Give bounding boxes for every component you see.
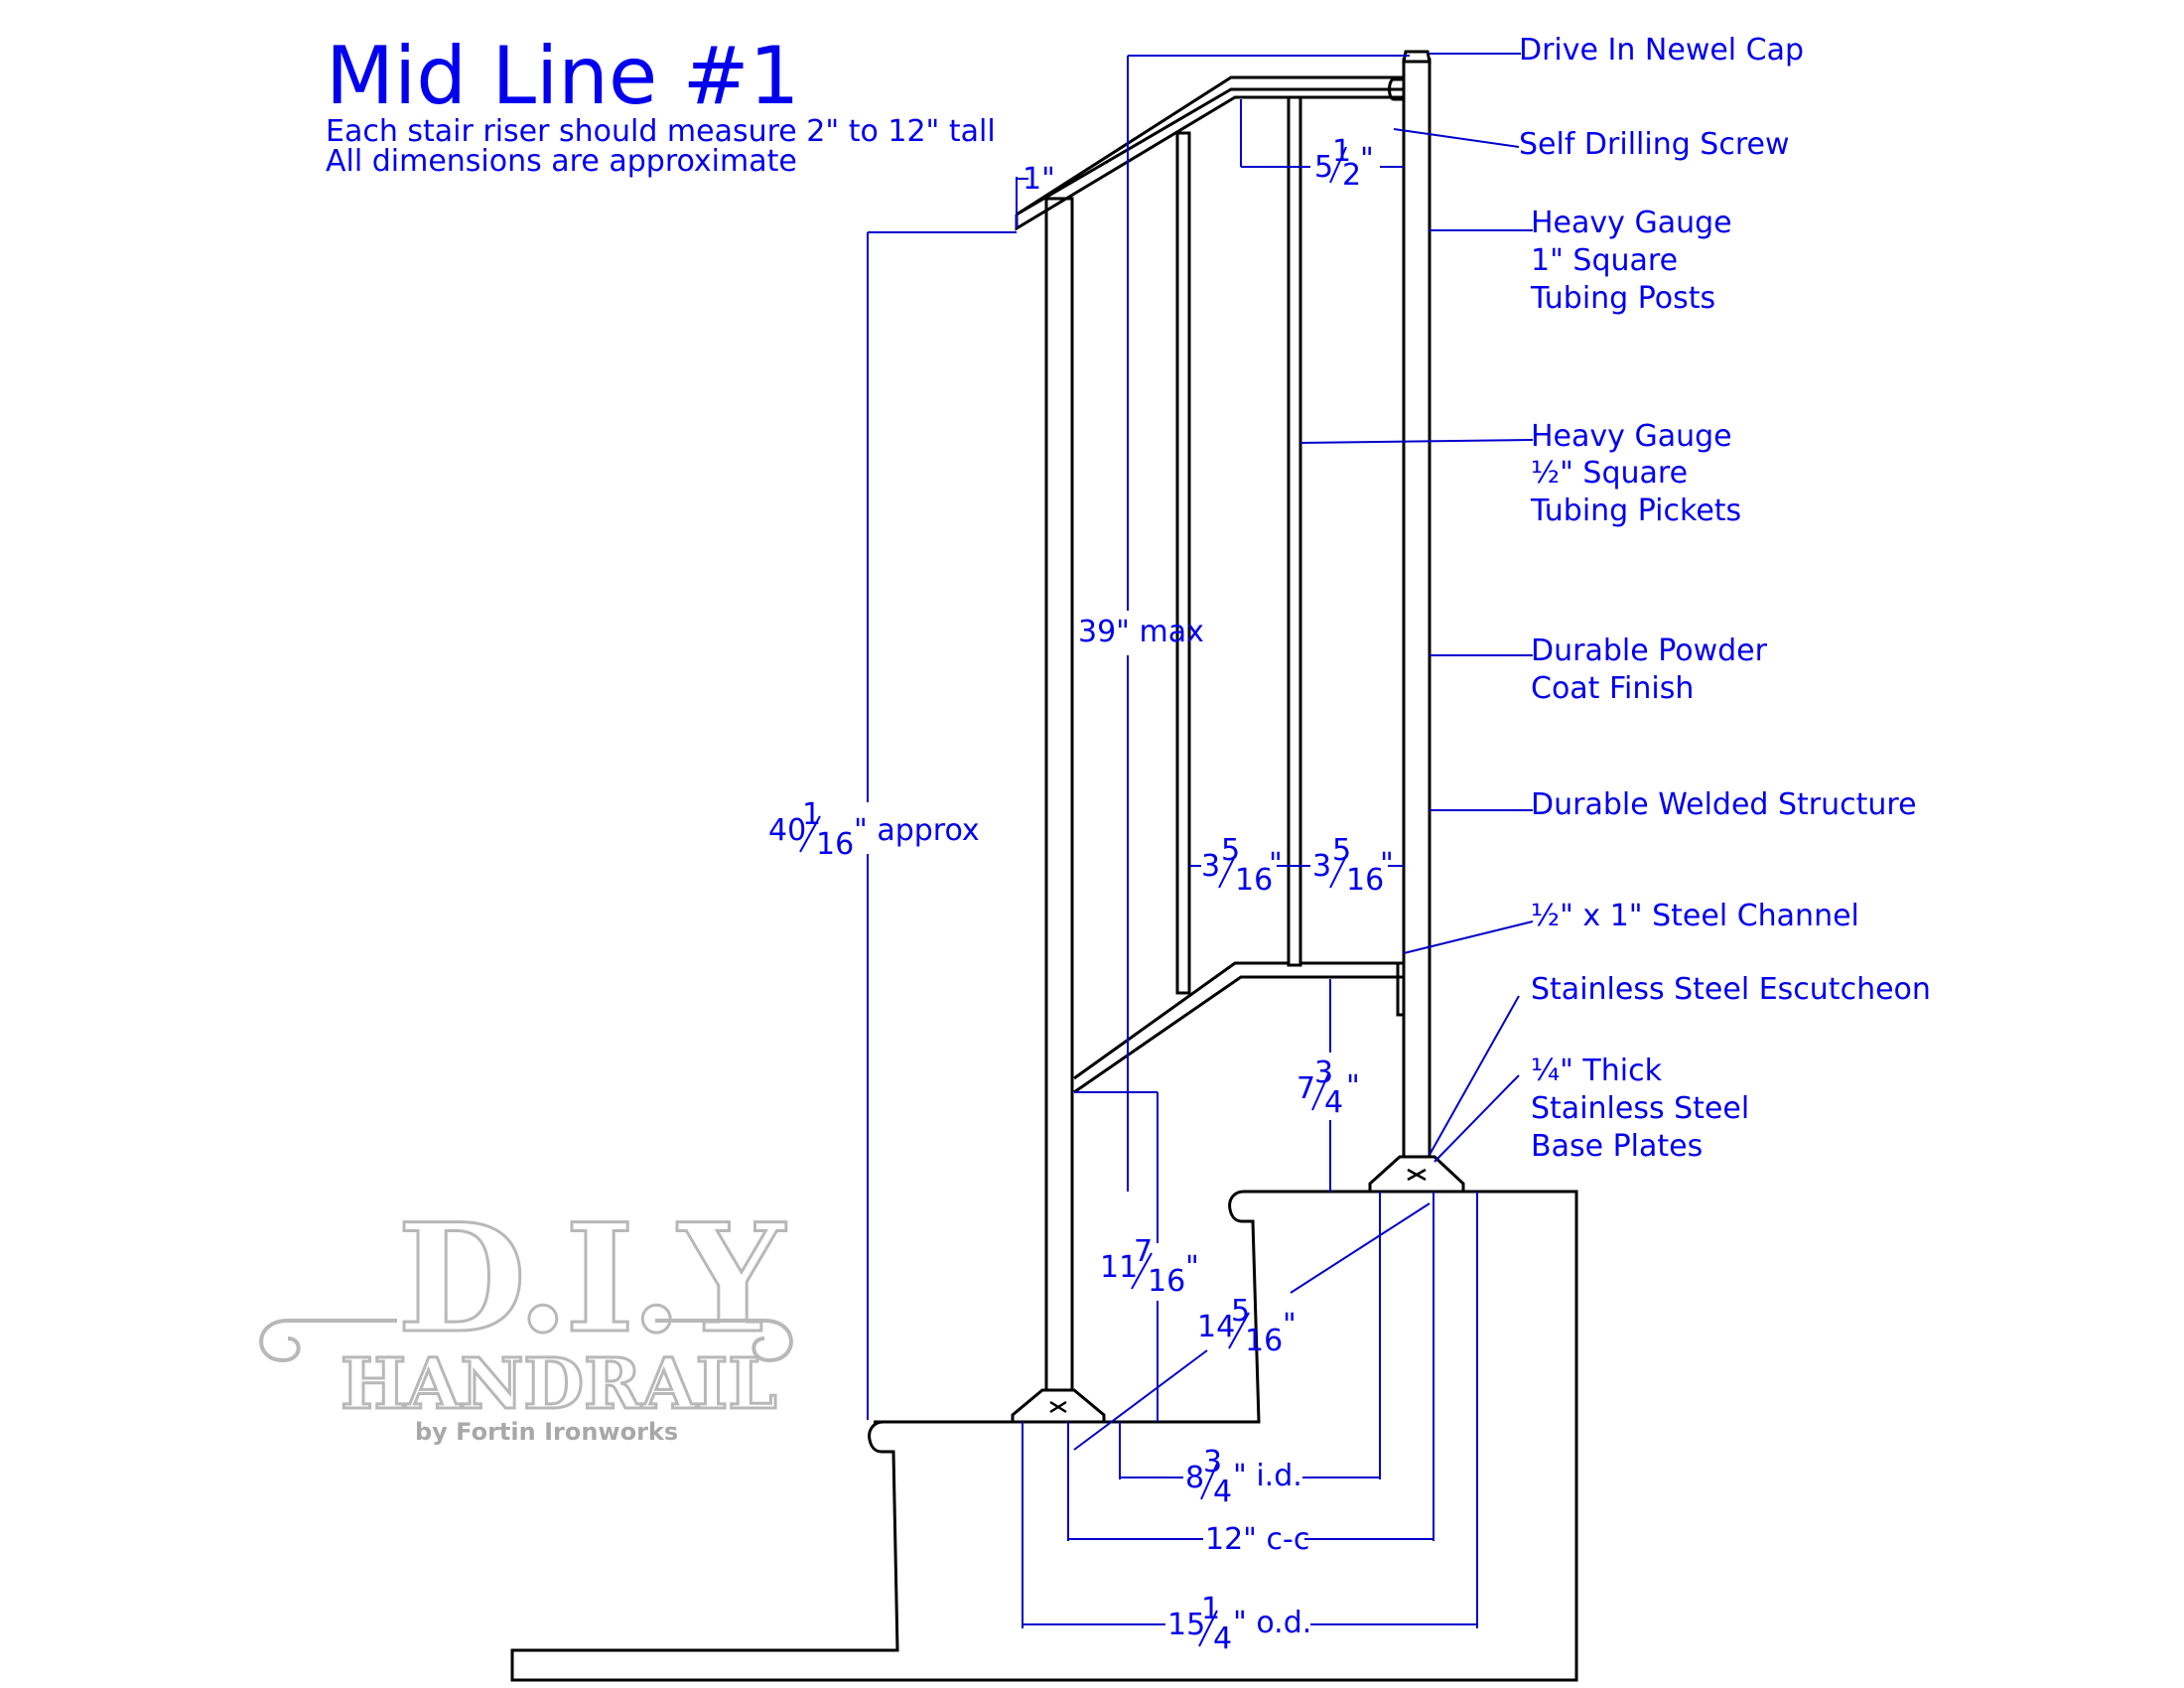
dim-eleven-unit: "	[1185, 1250, 1199, 1285]
dim-eleven-seven-sixteenth: 11 7 16 "	[1100, 1234, 1199, 1299]
dim-seven-whole: 7	[1297, 1071, 1315, 1106]
dim-gap-left-den: 16	[1235, 863, 1273, 898]
diy-handrail-watermark: D.I.Y HANDRAIL by Fortin Ironworks	[259, 1191, 793, 1446]
picket-right	[1287, 95, 1302, 967]
dim-od-whole: 15	[1167, 1608, 1205, 1642]
steel-channel-end	[1396, 963, 1404, 1017]
callout-base-plates-line1: ¼" Thick	[1531, 1054, 1663, 1088]
dim-seven-unit: "	[1346, 1069, 1360, 1104]
upper-base-plate-bolt	[1407, 1168, 1427, 1182]
dim-gap-left-unit: "	[1269, 847, 1283, 882]
dim-gap-right: 3 5 16 "	[1312, 833, 1394, 898]
dim-gap-right-num: 5	[1332, 833, 1351, 868]
dim-center-to-center: 12" c-c	[1205, 1522, 1309, 1557]
callout-posts-line3: Tubing Posts	[1530, 281, 1715, 316]
dim-five-half-den: 2	[1342, 158, 1361, 193]
dim-forty-whole: 40	[768, 813, 806, 848]
dim-five-half-whole: 5	[1314, 150, 1333, 185]
dim-id-den: 4	[1213, 1475, 1232, 1509]
callout-leaders	[1299, 53, 1534, 1163]
dim-eleven-den: 16	[1148, 1264, 1185, 1299]
subtitle-approx-note: All dimensions are approximate	[326, 144, 797, 179]
dim-five-half-unit: "	[1360, 142, 1374, 177]
picket-left	[1175, 131, 1191, 995]
dim-39-max: 39" max	[1078, 615, 1204, 649]
callout-finish-line2: Coat Finish	[1531, 671, 1694, 706]
dim-five-half-num: 1	[1332, 134, 1351, 169]
lower-base-plate-bolt	[1049, 1400, 1067, 1414]
dim-gap-right-den: 16	[1346, 863, 1384, 898]
callout-pickets-line3: Tubing Pickets	[1530, 493, 1741, 528]
dim-fourteen-den: 16	[1245, 1324, 1283, 1358]
dim-seven-num: 3	[1314, 1055, 1333, 1090]
watermark-brand-bottom: HANDRAIL	[341, 1342, 777, 1425]
dim-forty-unit: " approx	[854, 813, 980, 848]
dim-gap-left-whole: 3	[1201, 849, 1220, 884]
callout-escutcheon: Stainless Steel Escutcheon	[1531, 972, 1931, 1007]
callout-welded-structure: Durable Welded Structure	[1531, 787, 1917, 822]
callout-base-plates-line2: Stainless Steel	[1531, 1091, 1749, 1126]
dim-forty-den: 16	[816, 827, 854, 862]
dim-gap-left-num: 5	[1221, 833, 1240, 868]
watermark-scroll-ornament	[259, 1319, 793, 1363]
callout-posts-line1: Heavy Gauge	[1531, 206, 1732, 240]
callout-pickets-line1: Heavy Gauge	[1531, 419, 1732, 454]
top-rail-screw-bracket	[1388, 77, 1406, 101]
dim-id-unit: " i.d.	[1233, 1459, 1302, 1493]
dim-od-num: 1	[1201, 1592, 1220, 1626]
dim-gap-left: 3 5 16 "	[1201, 833, 1283, 898]
dim-inner-distance: 8 3 4 " i.d.	[1185, 1445, 1302, 1509]
dim-forty-sixteenth: 40 1 16 " approx	[768, 797, 980, 862]
dim-five-and-half: 5 1 2 "	[1314, 134, 1374, 193]
dim-eleven-whole: 11	[1100, 1250, 1138, 1285]
subtitle-riser-note: Each stair riser should measure 2" to 12…	[326, 114, 996, 149]
watermark-byline: by Fortin Ironworks	[415, 1418, 678, 1446]
callout-finish-line1: Durable Powder	[1531, 633, 1768, 668]
dimension-lines	[867, 55, 1478, 1628]
dim-gap-right-whole: 3	[1312, 849, 1331, 884]
dim-seven-three-quarter: 7 3 4 "	[1297, 1055, 1360, 1120]
dim-fourteen-whole: 14	[1197, 1310, 1235, 1344]
dim-fourteen-five-sixteenth: 14 5 16 "	[1197, 1294, 1297, 1358]
page-title: Mid Line #1	[326, 30, 800, 122]
dim-outer-distance: 15 1 4 " o.d.	[1167, 1592, 1311, 1656]
callout-pickets-line2: ½" Square	[1531, 456, 1688, 491]
upper-post	[1402, 58, 1432, 1159]
dim-od-unit: " o.d.	[1233, 1606, 1311, 1640]
dim-one-inch: 1"	[1023, 162, 1055, 197]
callout-steel-channel: ½" x 1" Steel Channel	[1531, 899, 1859, 933]
dim-gap-right-unit: "	[1380, 847, 1394, 882]
dim-id-whole: 8	[1185, 1461, 1204, 1495]
callout-posts-line2: 1" Square	[1531, 243, 1678, 278]
lower-post	[1044, 197, 1074, 1392]
callout-self-drilling-screw: Self Drilling Screw	[1519, 127, 1790, 162]
dim-id-num: 3	[1203, 1445, 1222, 1479]
watermark-brand-top: D.I.Y	[397, 1192, 786, 1366]
dim-od-den: 4	[1213, 1621, 1232, 1656]
stair-profile	[510, 1190, 1578, 1682]
callout-base-plates-line3: Base Plates	[1531, 1129, 1703, 1164]
dim-seven-den: 4	[1324, 1085, 1343, 1120]
callout-newel-cap: Drive In Newel Cap	[1519, 33, 1804, 68]
dim-fourteen-unit: "	[1283, 1308, 1297, 1342]
